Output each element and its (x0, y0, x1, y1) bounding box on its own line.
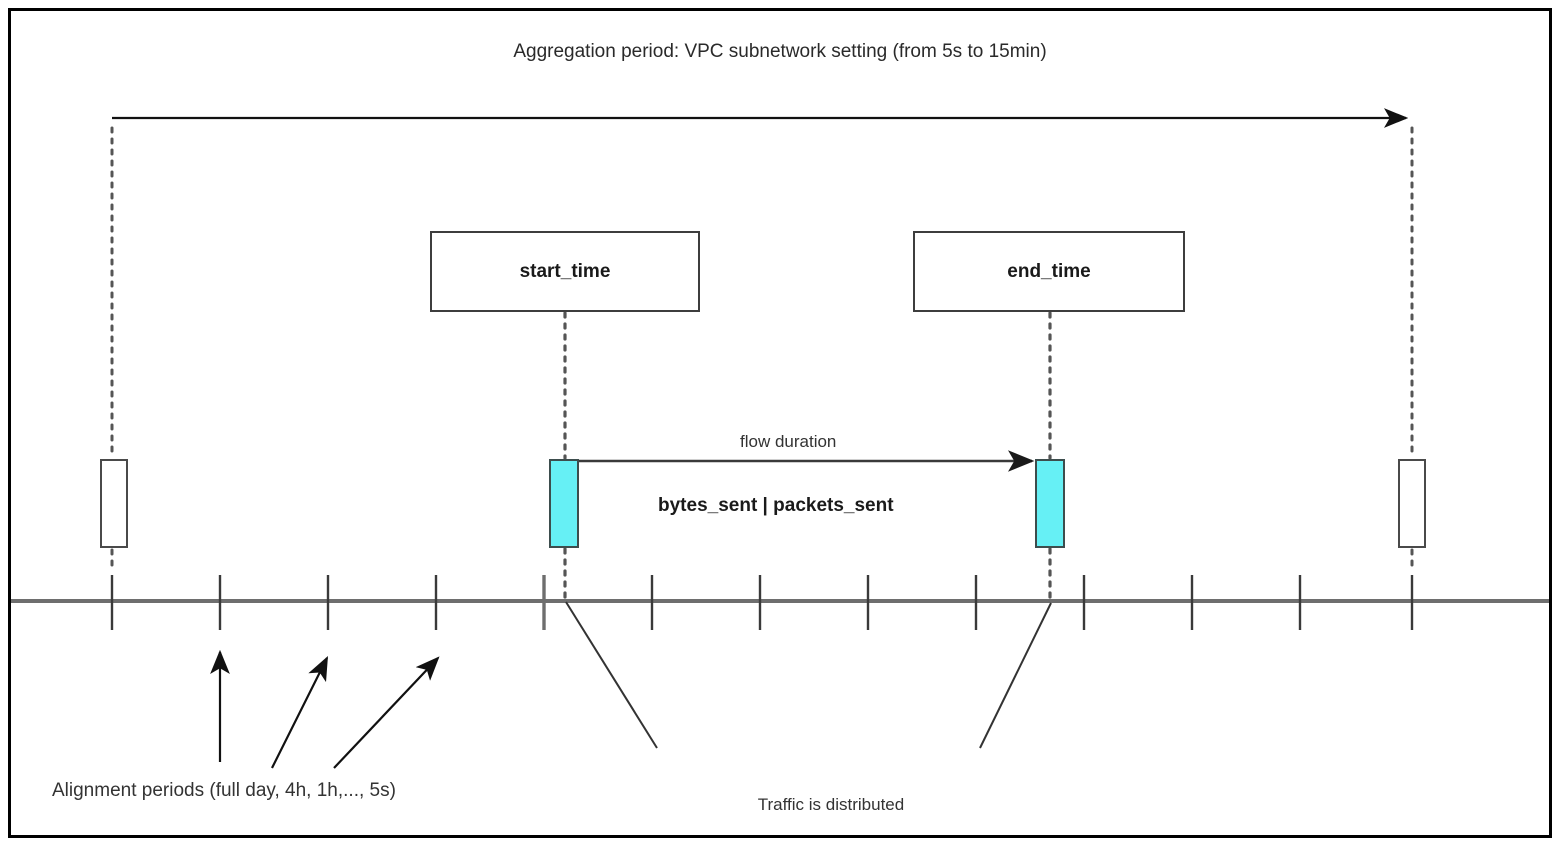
alignment-periods-label: Alignment periods (full day, 4h, 1h,...,… (52, 780, 396, 801)
aggregation-boundary-marker-right (1398, 459, 1426, 548)
end-time-box[interactable]: end_time (913, 231, 1185, 312)
flow-start-marker (549, 459, 579, 548)
diagram-frame (8, 8, 1552, 838)
start-time-box[interactable]: start_time (430, 231, 700, 312)
flow-end-marker (1035, 459, 1065, 548)
flow-duration-label: flow duration (740, 432, 837, 451)
aggregation-boundary-marker-left (100, 459, 128, 548)
flow-metrics-label: bytes_sent | packets_sent (658, 495, 894, 516)
page-title: Aggregation period: VPC subnetwork setti… (513, 41, 1047, 62)
distribution-note: Traffic is distributed proportionally am… (700, 751, 962, 846)
distribution-note-line-1: Traffic is distributed (757, 794, 905, 814)
